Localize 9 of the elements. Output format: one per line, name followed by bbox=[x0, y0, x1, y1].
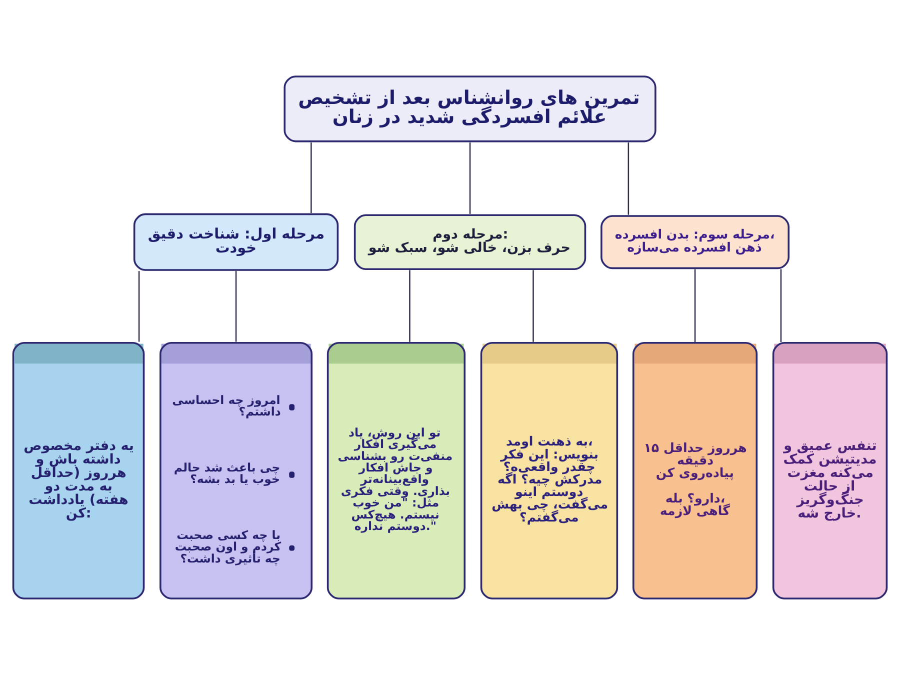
connector bbox=[235, 271, 237, 342]
connector bbox=[310, 142, 312, 214]
connector bbox=[780, 269, 782, 342]
connector bbox=[469, 142, 471, 214]
connector bbox=[628, 142, 630, 215]
connector bbox=[409, 270, 410, 342]
connector bbox=[138, 271, 140, 342]
connector bbox=[694, 269, 696, 342]
connector bbox=[532, 270, 534, 342]
